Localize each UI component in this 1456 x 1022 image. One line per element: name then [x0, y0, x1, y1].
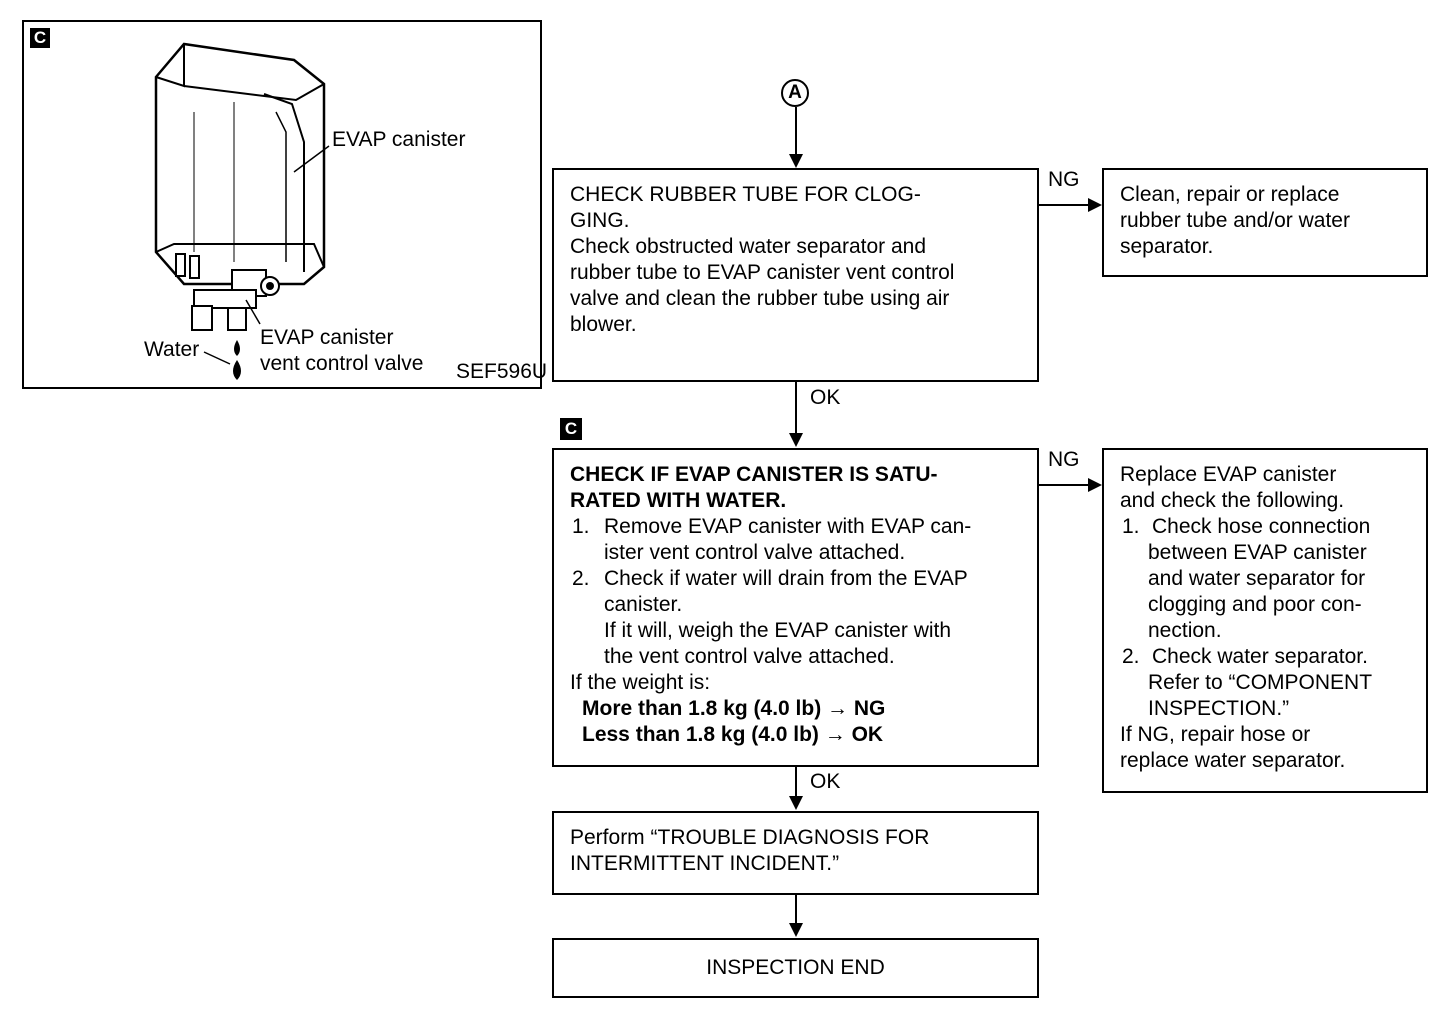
step2-ng-item2-line: Check water separator.: [1152, 645, 1368, 668]
step2-tag: C: [560, 418, 582, 440]
step2-more-than: More than 1.8 kg (4.0 lb) → NG: [582, 697, 886, 720]
step2-ng-item2: 2. Check water separator. Refer to “COMPO…: [1116, 644, 1410, 722]
step2-ng-action-box: Replace EVAP canister and check the foll…: [1102, 448, 1428, 793]
valve-label-line2: vent control valve: [260, 352, 424, 375]
flow-arrow: [1088, 478, 1102, 492]
step1-ng-action-line: Clean, repair or replace: [1120, 183, 1340, 206]
step2-ng-item1-line: nection.: [1148, 619, 1222, 642]
figure-code: SEF596U: [456, 360, 548, 383]
valve-label-line1: EVAP canister: [260, 326, 394, 349]
step2-ng-intro-line: and check the following.: [1120, 489, 1345, 512]
step3-line: INTERMITTENT INCIDENT.”: [570, 852, 840, 875]
flow-arrow: [789, 796, 803, 810]
flow-line: [1039, 484, 1089, 486]
step2-item2-line: Check if water will drain from the EVAP: [604, 567, 968, 590]
step2-item1-line: ister vent control valve attached.: [604, 541, 906, 564]
step2-title-line: CHECK IF EVAP CANISTER IS SATU-: [570, 463, 938, 486]
step2-less-than: Less than 1.8 kg (4.0 lb) → OK: [582, 723, 884, 746]
step2-item2-line: the vent control valve attached.: [604, 645, 895, 668]
step2-ng-item2-line: INSPECTION.”: [1148, 697, 1290, 720]
step2-ng-item1-num: 1.: [1122, 515, 1140, 538]
step1-line: rubber tube to EVAP canister vent contro…: [570, 261, 955, 284]
step1-ng-label: NG: [1048, 168, 1080, 191]
step1-ok-label: OK: [810, 386, 841, 409]
step2-ok-label: OK: [810, 770, 841, 793]
flow-arrow: [1088, 198, 1102, 212]
inspection-end-box: INSPECTION END: [552, 938, 1039, 998]
evap-canister-drawing: [154, 42, 330, 380]
connector-a-label: A: [788, 82, 802, 103]
step2-ng-item1-line: between EVAP canister: [1148, 541, 1367, 564]
flow-arrow: [789, 923, 803, 937]
flow-line: [795, 895, 797, 924]
step2-ng-item1-line: Check hose connection: [1152, 515, 1371, 538]
step2-item2-line: If it will, weigh the EVAP canister with: [604, 619, 952, 642]
flow-line: [795, 767, 797, 797]
step2-ng-item2-num: 2.: [1122, 645, 1140, 668]
flow-line: [1039, 204, 1089, 206]
step1-line: Check obstructed water separator and: [570, 235, 927, 258]
step1-line: CHECK RUBBER TUBE FOR CLOG-: [570, 183, 921, 206]
step2-item1: 1. Remove EVAP canister with EVAP can- is…: [572, 514, 1021, 566]
illustration-panel: C EVAP canister EVAP canister vent contr…: [22, 20, 547, 389]
step1-ng-action-line: rubber tube and/or water: [1120, 209, 1350, 232]
step2-weight-intro: If the weight is:: [570, 671, 711, 694]
illustration-tag: C: [30, 28, 50, 48]
step2-item1-num: 1.: [572, 515, 590, 538]
connector-a: A: [781, 79, 809, 107]
step1-line: blower.: [570, 313, 637, 336]
step2-item2-line: canister.: [604, 593, 683, 616]
step1-ng-action-box: Clean, repair or replace rubber tube and…: [1102, 168, 1428, 277]
step2-ng-outro-line: If NG, repair hose or: [1120, 723, 1311, 746]
step2-ng-label: NG: [1048, 448, 1080, 471]
flow-arrow: [789, 154, 803, 168]
flow-arrow: [789, 433, 803, 447]
water-label: Water: [144, 338, 200, 361]
step2-item2-num: 2.: [572, 567, 590, 590]
step1-line: GING.: [570, 209, 630, 232]
canister-label: EVAP canister: [332, 128, 466, 151]
step2-ng-item2-line: Refer to “COMPONENT: [1148, 671, 1373, 694]
step2-ng-item1: 1. Check hose connection between EVAP can…: [1116, 514, 1410, 644]
flow-line: [795, 382, 797, 434]
step2-item2: 2. Check if water will drain from the EVA…: [572, 566, 1021, 670]
step2-title-line: RATED WITH WATER.: [570, 489, 787, 512]
step2-box: CHECK IF EVAP CANISTER IS SATU- RATED WI…: [552, 448, 1039, 767]
flow-line: [795, 107, 797, 155]
step1-ng-action-line: separator.: [1120, 235, 1214, 258]
step2-item1-line: Remove EVAP canister with EVAP can-: [604, 515, 972, 538]
inspection-end-label: INSPECTION END: [706, 956, 885, 979]
step2-ng-item1-line: and water separator for: [1148, 567, 1366, 590]
step1-box: CHECK RUBBER TUBE FOR CLOG- GING. Check …: [552, 168, 1039, 382]
step3-box: Perform “TROUBLE DIAGNOSIS FOR INTERMITT…: [552, 811, 1039, 895]
step3-line: Perform “TROUBLE DIAGNOSIS FOR: [570, 826, 930, 849]
step2-ng-outro-line: replace water separator.: [1120, 749, 1346, 772]
step2-ng-item1-line: clogging and poor con-: [1148, 593, 1362, 616]
step2-ng-intro-line: Replace EVAP canister: [1120, 463, 1337, 486]
step1-line: valve and clean the rubber tube using ai…: [570, 287, 950, 310]
